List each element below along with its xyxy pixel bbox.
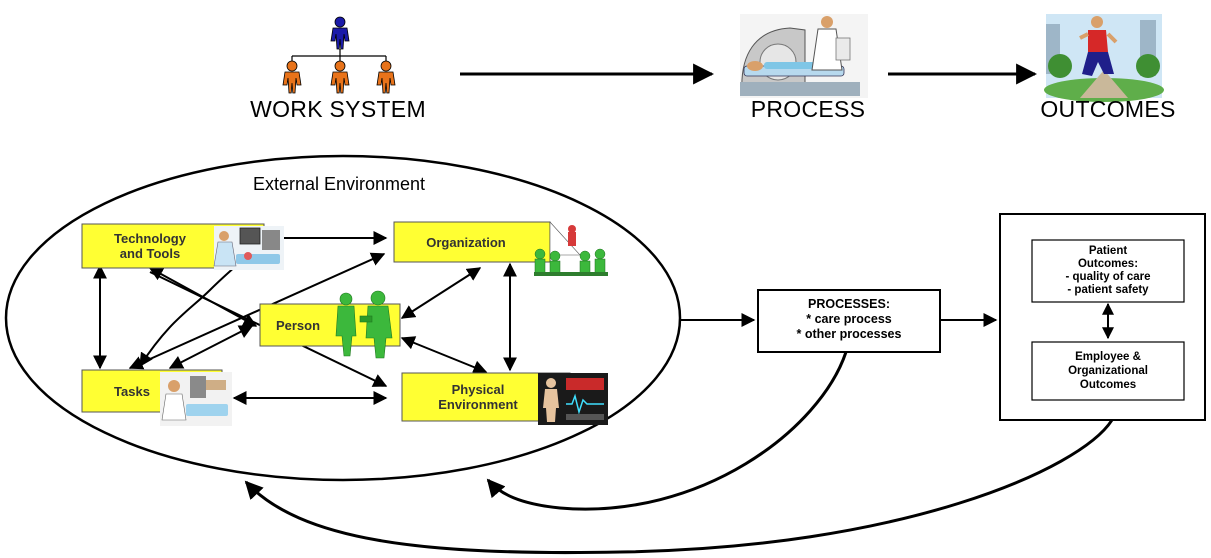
- surgeons-clipart-icon: [335, 290, 393, 359]
- employee-outcomes-line3: Outcomes: [1080, 379, 1136, 391]
- process-label: PROCESS: [751, 96, 866, 122]
- technology-and-tools-box: Technology and Tools: [81, 223, 284, 270]
- person-box: Person: [259, 290, 401, 359]
- employee-outcomes-box: Employee & Organizational Outcomes: [1031, 341, 1185, 401]
- work-system-label: WORK SYSTEM: [250, 96, 426, 122]
- tasks-label: Tasks: [114, 384, 150, 399]
- arrow-tasks-organization: [128, 252, 386, 370]
- physical-label-line2: Environment: [438, 397, 518, 412]
- patient-outcomes-line3: - quality of care: [1066, 271, 1151, 283]
- processes-title: PROCESSES:: [808, 297, 890, 311]
- organization-label: Organization: [426, 235, 506, 250]
- mri-scan-clipart-icon: [740, 14, 868, 98]
- technology-label-line2: and Tools: [120, 246, 180, 261]
- patient-outcomes-line4: - patient safety: [1067, 284, 1149, 296]
- outcomes-container: Patient Outcomes: - quality of care - pa…: [999, 213, 1206, 421]
- person-hierarchy-icon: [282, 16, 396, 94]
- arrow-organization-person: [400, 267, 482, 319]
- external-environment-label: External Environment: [253, 174, 425, 194]
- processes-feedback-arrow: [486, 351, 848, 511]
- nurse-clipart-icon: [160, 372, 232, 426]
- outcomes-feedback-arrow: [244, 419, 1114, 555]
- employee-outcomes-line1: Employee &: [1075, 351, 1141, 363]
- tasks-box: Tasks: [81, 369, 232, 426]
- jogger-clipart-icon: [1044, 14, 1164, 102]
- technology-label-line1: Technology: [114, 231, 187, 246]
- patient-outcomes-line1: Patient: [1089, 245, 1128, 257]
- physical-label-line1: Physical: [452, 382, 505, 397]
- organization-box: Organization: [393, 221, 608, 276]
- physical-environment-box: Physical Environment: [401, 372, 608, 425]
- work-system-icon: [282, 16, 396, 94]
- monitor-clipart-icon: [213, 226, 284, 270]
- patient-outcomes-box: Patient Outcomes: - quality of care - pa…: [1031, 239, 1185, 303]
- processes-item-care: * care process: [806, 312, 892, 326]
- patient-outcomes-line2: Outcomes:: [1078, 258, 1138, 270]
- outcomes-label: OUTCOMES: [1040, 96, 1175, 122]
- body-chart-clipart-icon: [538, 373, 608, 425]
- team-clipart-icon: [534, 221, 608, 276]
- processes-item-other: * other processes: [797, 327, 902, 341]
- arrow-person-physical: [400, 336, 488, 374]
- processes-box: PROCESSES: * care process * other proces…: [757, 289, 941, 353]
- person-label: Person: [276, 318, 320, 333]
- employee-outcomes-line2: Organizational: [1068, 365, 1148, 377]
